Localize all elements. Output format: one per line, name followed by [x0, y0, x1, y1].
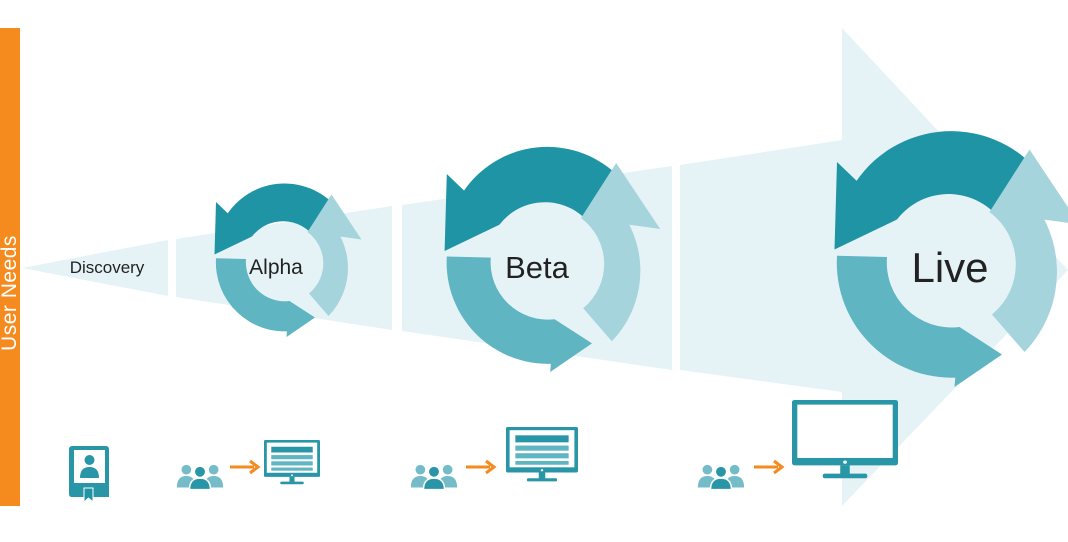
discovery-arrow-segment [22, 240, 168, 296]
alpha-monitor-icon [264, 440, 320, 485]
beta-user-group-icon [410, 464, 458, 491]
live-arrow-right-icon [752, 459, 784, 475]
user-needs-label: User Needs [0, 235, 20, 351]
beta-label: Beta [505, 250, 569, 285]
beta-monitor-icon [506, 427, 578, 482]
live-monitor-icon [792, 400, 898, 479]
alpha-user-group-icon [176, 464, 224, 491]
user-needs-sidebar: User Needs [0, 28, 20, 506]
user-profile-book-icon [69, 446, 109, 504]
alpha-label: Alpha [249, 256, 303, 279]
live-label: Live [911, 244, 989, 291]
beta-arrow-right-icon [464, 459, 496, 475]
live-user-group-icon [697, 464, 745, 491]
alpha-arrow-right-icon [228, 459, 260, 475]
discovery-label: Discovery [69, 258, 145, 277]
